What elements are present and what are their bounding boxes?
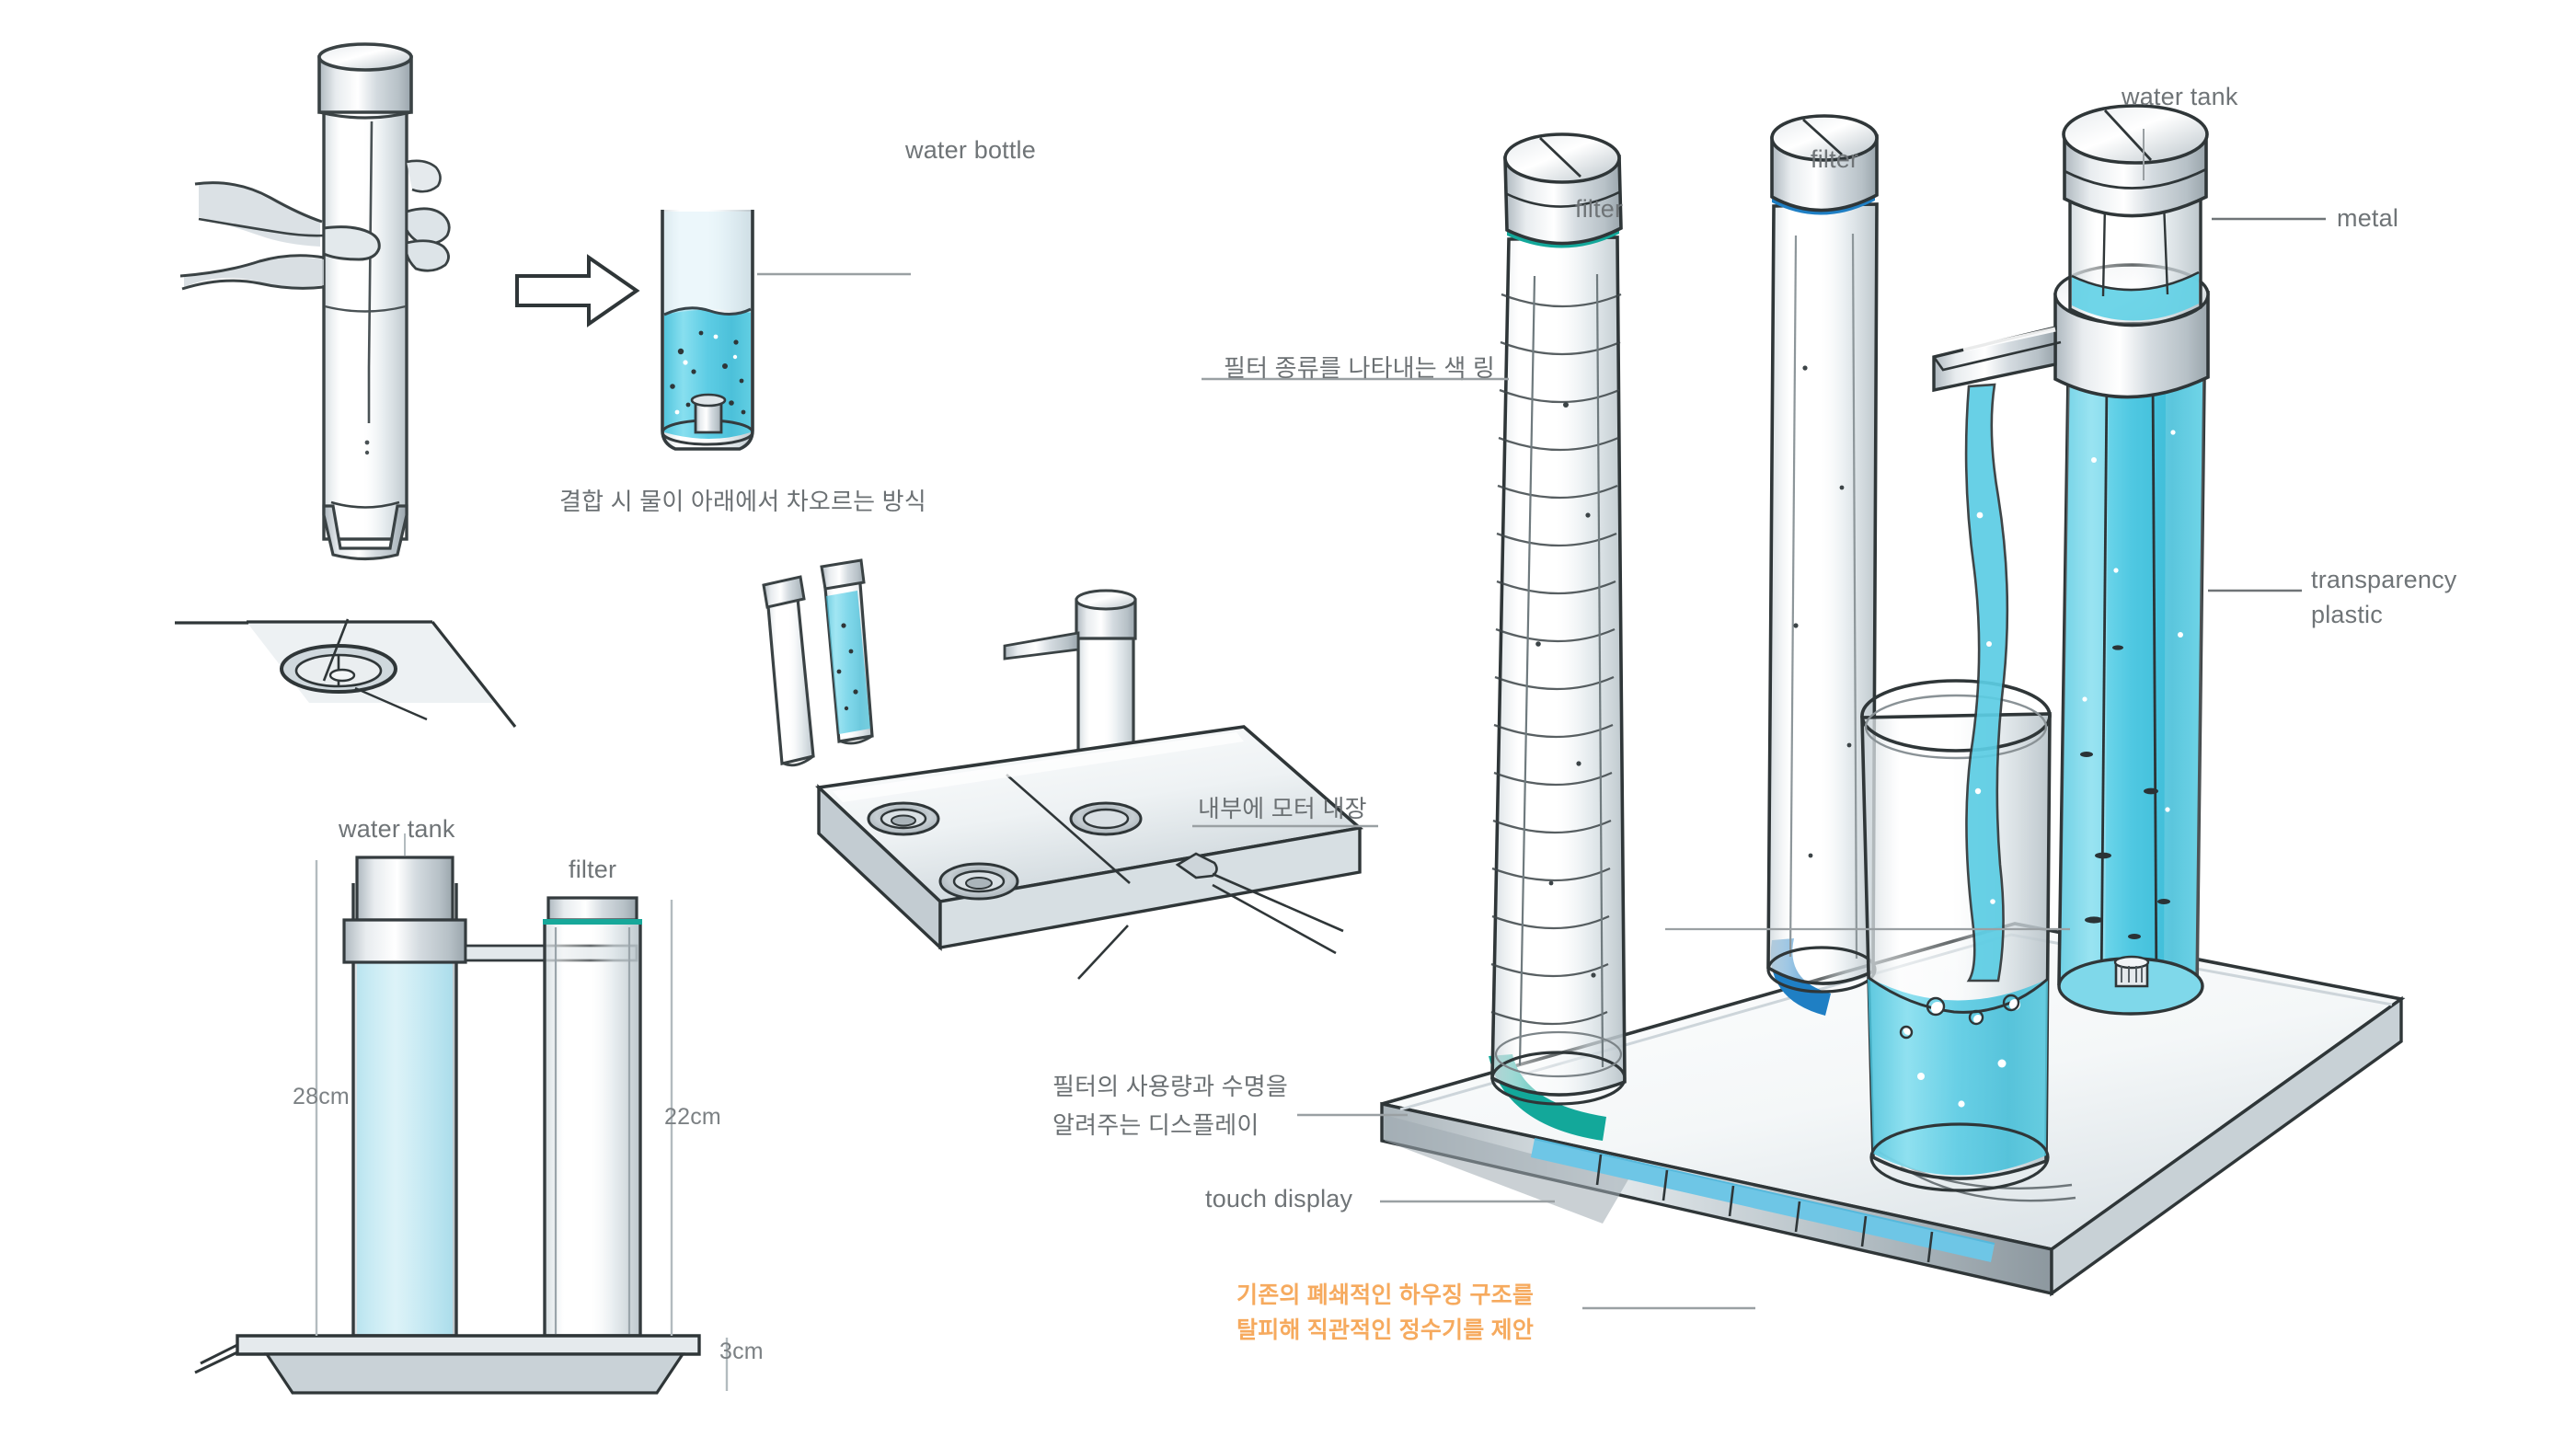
label-filter-middle: filter [1811, 145, 1859, 173]
label-transparency-line1: transparency [2311, 566, 2457, 593]
label-filter-display-line1: 필터의 사용량과 수명을 [1052, 1073, 1289, 1100]
dimension-base-height: 3cm [719, 1339, 764, 1364]
transition-arrow-icon [515, 254, 640, 328]
concept-statement-line2: 탈피해 직관적인 정수기를 제안 [1236, 1317, 1535, 1343]
label-spec-filter: filter [569, 856, 617, 883]
filter-column-left [1490, 132, 1627, 1106]
label-water-tank-main: water tank [2122, 83, 2238, 110]
filter-column-middle [1766, 114, 1879, 994]
dimension-tank-height: 28cm [293, 1084, 350, 1109]
main-purifier-isometric [1202, 104, 2406, 1310]
label-motor-inside: 내부에 모터 내장 [1198, 795, 1367, 822]
water-tank-column [1932, 104, 2210, 1016]
dimension-spec-drawing [194, 833, 729, 1395]
bottle-filling-sketch [661, 210, 911, 451]
label-water-bottle: water bottle [905, 136, 1036, 164]
drinking-glass [1860, 383, 2052, 1192]
label-filter-display-line2: 알려주는 디스플레이 [1052, 1111, 1259, 1139]
label-spec-water-tank: water tank [339, 815, 455, 843]
label-fill-method: 결합 시 물이 아래에서 차오르는 방식 [559, 488, 926, 515]
label-metal: metal [2337, 204, 2399, 232]
countertop-socket-sketch [175, 618, 517, 728]
dimension-filter-height: 22cm [664, 1104, 721, 1130]
base-plate-assembly-sketch [762, 558, 1378, 980]
label-filter-left: filter [1575, 195, 1624, 223]
label-touch-display: touch display [1205, 1185, 1353, 1212]
label-color-ring: 필터 종류를 나타내는 색 링 [1224, 354, 1496, 382]
hand-holding-tube-sketch [179, 42, 451, 561]
concept-statement-line1: 기존의 폐쇄적인 하우징 구조를 [1236, 1282, 1535, 1308]
label-transparency-line2: plastic [2311, 601, 2383, 628]
touch-display-strip[interactable] [1531, 1138, 1995, 1263]
